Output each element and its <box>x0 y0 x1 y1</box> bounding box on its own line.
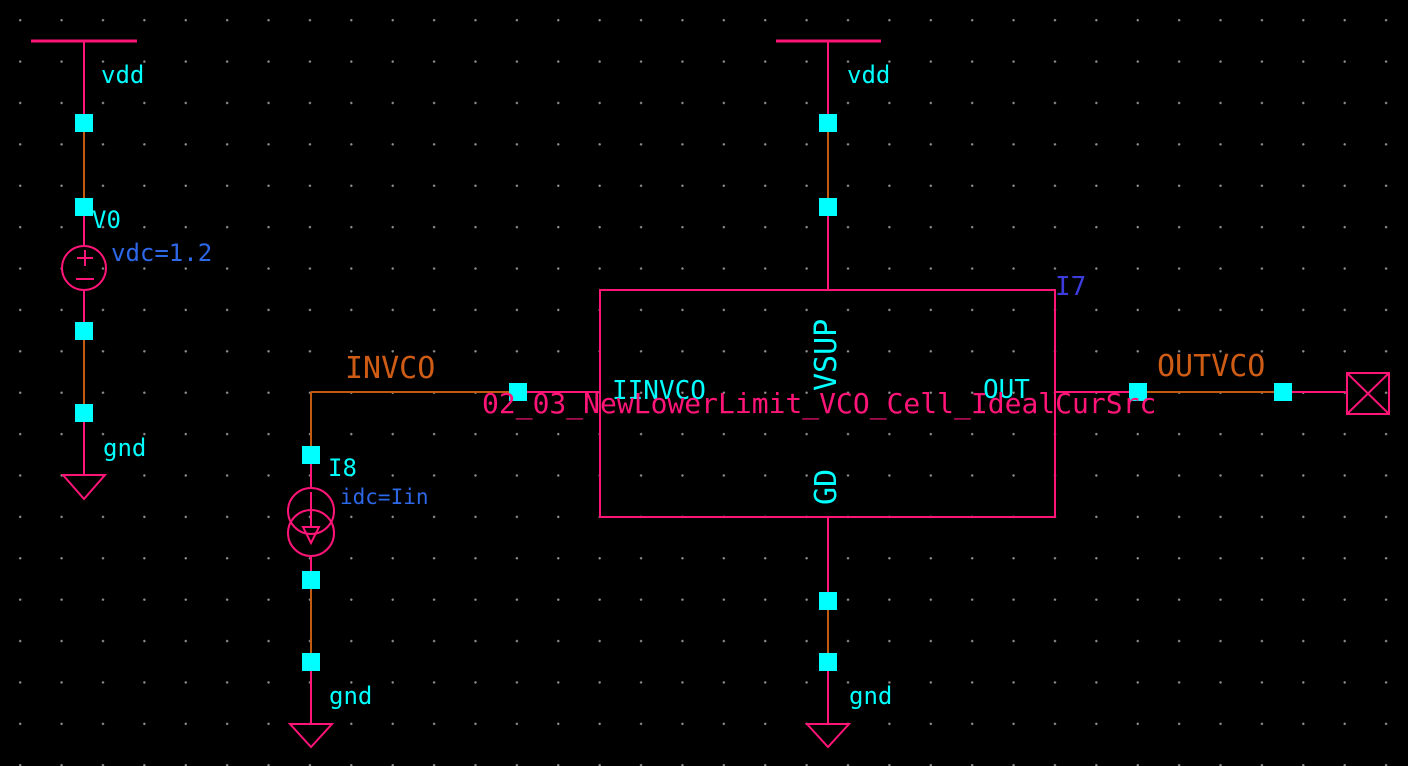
pin-label-gd[interactable]: GD <box>809 468 844 505</box>
v0-voltage-source-symbol[interactable] <box>61 216 107 323</box>
gnd-triangle-icon <box>287 723 335 749</box>
vdd-symbol-left[interactable] <box>31 39 137 115</box>
vdd-label-top[interactable]: vdd <box>847 61 891 89</box>
connection-square[interactable] <box>75 322 93 340</box>
output-pin-symbol[interactable] <box>1346 372 1390 415</box>
current-arrow-head-icon <box>301 526 321 546</box>
connection-square[interactable] <box>75 114 93 132</box>
connection-square[interactable] <box>819 198 837 216</box>
gnd-triangle-icon <box>804 723 852 749</box>
connection-square[interactable] <box>75 404 93 422</box>
gnd-symbol-left[interactable] <box>60 422 108 501</box>
gnd-label-i7[interactable]: gnd <box>849 682 893 710</box>
i7-instance-label[interactable]: I7 <box>1055 272 1087 302</box>
i8-instance-label[interactable]: I8 <box>328 454 357 482</box>
net-label-invco[interactable]: INVCO <box>345 351 436 386</box>
connection-square[interactable] <box>819 592 837 610</box>
pin-box <box>1346 372 1390 415</box>
pin-label-vsup[interactable]: VSUP <box>809 318 844 391</box>
net-label-outvco[interactable]: OUTVCO <box>1157 349 1266 384</box>
vdd-symbol-top[interactable] <box>776 39 881 115</box>
connection-square[interactable] <box>509 383 527 401</box>
i7-cell-name-label[interactable]: 02_03_NewLowerLimit_VCO_Cell_IdealCurSrc <box>482 387 1157 420</box>
gnd-label-i8[interactable]: gnd <box>329 682 373 710</box>
i8-current-source-symbol[interactable] <box>287 464 335 572</box>
connection-square[interactable] <box>302 653 320 671</box>
v0-property-label[interactable]: vdc=1.2 <box>111 239 213 267</box>
pin-label-out[interactable]: OUT <box>983 375 1030 405</box>
connection-square[interactable] <box>302 571 320 589</box>
gnd-triangle-icon <box>60 474 108 501</box>
gnd-symbol-i8[interactable] <box>287 671 335 749</box>
i8-property-label[interactable]: idc=Iin <box>340 485 429 509</box>
pin-label-iinvco[interactable]: IINVCO <box>612 376 706 406</box>
connection-square[interactable] <box>75 198 93 216</box>
connection-square[interactable] <box>819 653 837 671</box>
connection-square[interactable] <box>1274 383 1292 401</box>
connection-square[interactable] <box>302 446 320 464</box>
connection-square[interactable] <box>819 114 837 132</box>
gnd-label-left[interactable]: gnd <box>103 434 147 462</box>
gnd-symbol-i7[interactable] <box>804 671 852 749</box>
connection-square[interactable] <box>1129 383 1147 401</box>
v0-instance-label[interactable]: V0 <box>92 206 121 234</box>
i8-circle-top <box>287 487 335 535</box>
vdd-label-left[interactable]: vdd <box>101 61 145 89</box>
pin-x-icon <box>1346 372 1390 415</box>
